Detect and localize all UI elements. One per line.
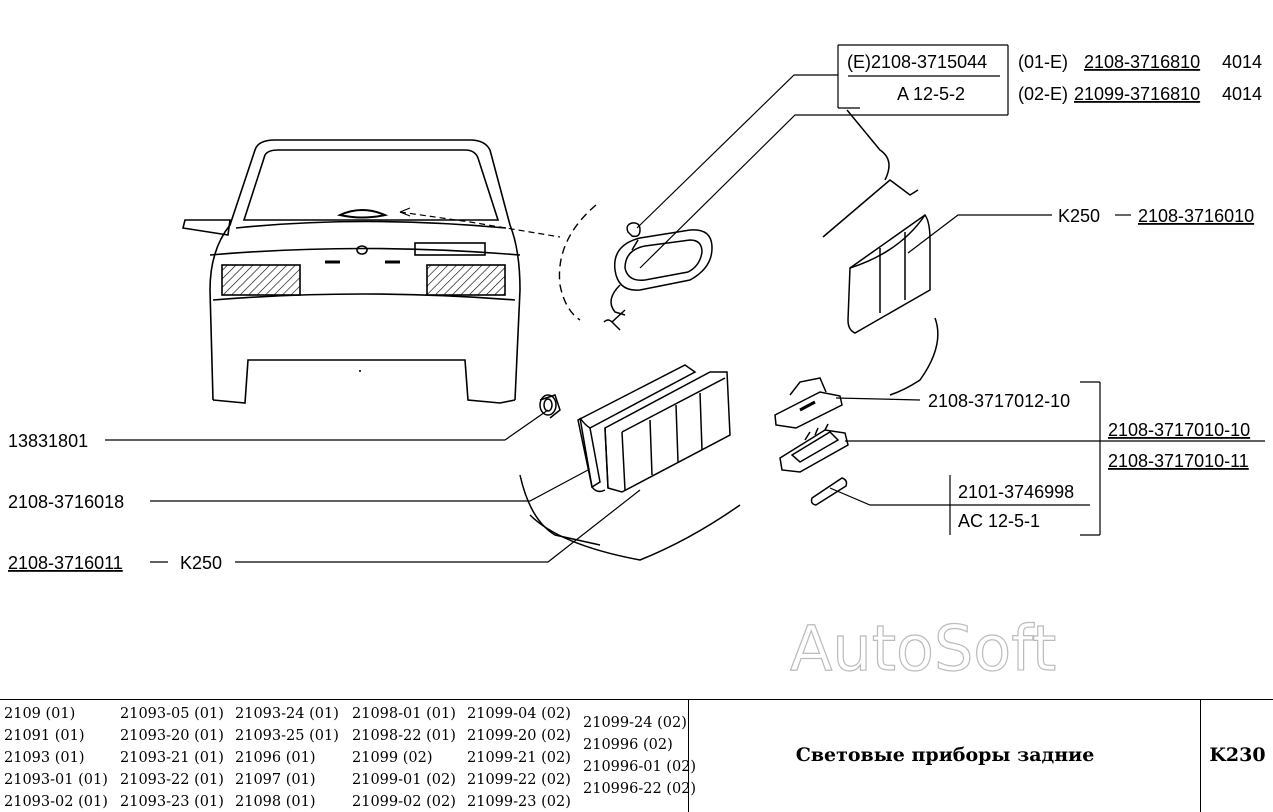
plate-cover-label: 2108-3717012-10 — [928, 391, 1070, 411]
plate-light-drawing — [774, 377, 849, 506]
brake-light-lamp-label: A 12-5-2 — [897, 84, 965, 104]
grommet-drawing — [539, 394, 561, 419]
watermark: AutoSoft — [789, 611, 1057, 685]
sheet-title: Световые приборы задние — [795, 744, 1095, 766]
model-item: 21099-24 (02) — [583, 715, 687, 731]
model-item: 21091 (01) — [4, 728, 85, 744]
grommet-part-label: 13831801 — [8, 431, 88, 451]
model-item: 21098-01 (01) — [352, 706, 456, 722]
variant-02-qty-label: 4014 — [1222, 84, 1262, 104]
model-item: 21093-05 (01) — [120, 706, 224, 722]
bulb-type-label: AC 12-5-1 — [958, 511, 1040, 531]
model-item: 21099-23 (02) — [467, 794, 571, 810]
model-item: 21093-24 (01) — [235, 706, 339, 722]
inner-lamp-part-label: 2108-3716010 — [1138, 206, 1254, 226]
model-item: 21093-20 (01) — [120, 728, 224, 744]
model-item: 21093-01 (01) — [4, 772, 108, 788]
model-item: 21099-22 (02) — [467, 772, 571, 788]
model-item: 21099-04 (02) — [467, 706, 571, 722]
plate-light-b-label: 2108-3717010-11 — [1108, 451, 1249, 471]
brake-light-part-label: (E)2108-3715044 — [847, 52, 987, 72]
leader-lines — [105, 44, 1265, 563]
model-item: 21099-21 (02) — [467, 750, 571, 766]
outer-lamp-part-label: 2108-3716011 — [8, 553, 123, 573]
model-column-1: 2109 (01) 21091 (01) 21093 (01) 21093-01… — [4, 703, 108, 812]
model-item: 21098-22 (01) — [352, 728, 456, 744]
gasket-part-label: 2108-3716018 — [8, 492, 124, 512]
parts-diagram: (E)2108-3715044 A 12-5-2 (01-E) 2108-371… — [8, 44, 1265, 573]
model-column-6: 21099-24 (02) 210996 (02) 210996-01 (02)… — [583, 712, 696, 800]
model-column-4: 21098-01 (01) 21098-22 (01) 21099 (02) 2… — [352, 703, 456, 812]
model-item: 210996-01 (02) — [583, 759, 697, 775]
variant-02-part-label: 21099-3716810 — [1074, 84, 1200, 104]
inner-lamp-drawing — [822, 109, 939, 396]
model-column-3: 21093-24 (01) 21093-25 (01) 21096 (01) 2… — [235, 703, 339, 812]
brake-light-drawing — [603, 222, 713, 331]
model-column-5: 21099-04 (02) 21099-20 (02) 21099-21 (02… — [467, 703, 571, 812]
model-item: 21093-23 (01) — [120, 794, 224, 810]
model-item: 21099 (02) — [352, 750, 433, 766]
bulb-part-label: 2101-3746998 — [958, 482, 1074, 502]
model-item: 210996 (02) — [583, 737, 673, 753]
model-item: 21093-25 (01) — [235, 728, 339, 744]
model-column-2: 21093-05 (01) 21093-20 (01) 21093-21 (01… — [120, 703, 224, 812]
model-item: 21093-22 (01) — [120, 772, 224, 788]
plate-light-a-label: 2108-3717010-10 — [1108, 420, 1250, 440]
model-item: 21098 (01) — [235, 794, 316, 810]
inner-lamp-code-label: K250 — [1058, 206, 1100, 226]
variant-01-part-label: 2108-3716810 — [1084, 52, 1200, 72]
variant-01-qty-label: 4014 — [1222, 52, 1262, 72]
outer-lamp-code-label: K250 — [180, 553, 222, 573]
title-block: 2109 (01) 21091 (01) 21093 (01) 21093-01… — [0, 699, 1273, 812]
model-item: 21093-02 (01) — [4, 794, 108, 810]
variant-01-label: (01-E) — [1018, 52, 1068, 72]
model-item: 21096 (01) — [235, 750, 316, 766]
divider — [1200, 700, 1201, 812]
model-item: 21099-20 (02) — [467, 728, 571, 744]
variant-02-label: (02-E) — [1018, 84, 1068, 104]
model-item: 2109 (01) — [4, 706, 76, 722]
model-item: 21099-01 (02) — [352, 772, 456, 788]
sheet-code: K230 — [1209, 744, 1266, 766]
model-item: 21097 (01) — [235, 772, 316, 788]
car-rear-view — [182, 139, 521, 404]
model-item: 21093-21 (01) — [120, 750, 224, 766]
model-item: 210996-22 (02) — [583, 781, 697, 797]
divider — [688, 700, 689, 812]
outer-lamp-drawing — [519, 364, 741, 561]
model-item: 21093 (01) — [4, 750, 85, 766]
model-item: 21099-02 (02) — [352, 794, 456, 810]
